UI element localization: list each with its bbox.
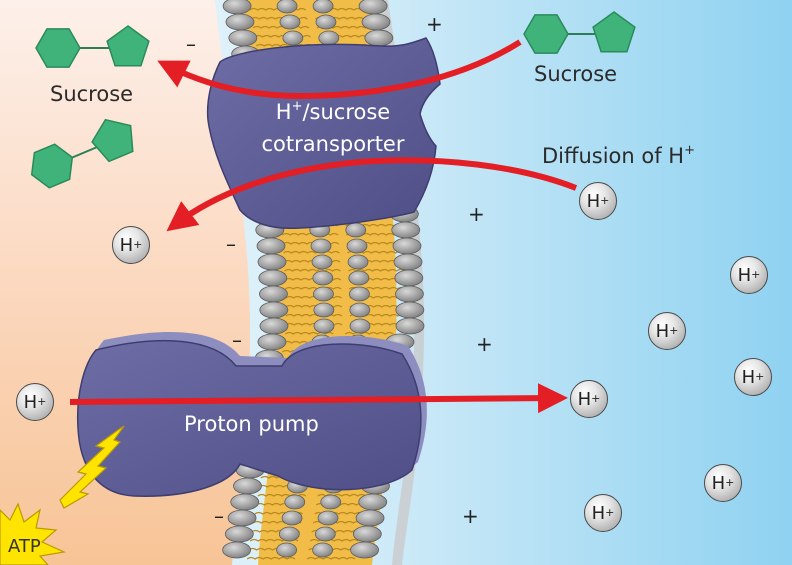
- positive-charge: +: [476, 332, 493, 356]
- sucrose-molecule: [30, 118, 134, 189]
- proton-pump-label: Proton pump: [184, 412, 319, 436]
- atp-label: ATP: [8, 536, 41, 557]
- hydrogen-ion: H+: [584, 494, 622, 532]
- positive-charge: +: [426, 12, 443, 36]
- sucrose-molecule: [35, 25, 150, 68]
- hydrogen-ion: H+: [704, 464, 742, 502]
- sucrose-label-outside: Sucrose: [534, 62, 618, 86]
- sucrose-molecules: [30, 11, 636, 189]
- negative-charge: –: [186, 32, 196, 56]
- hydrogen-ion: H+: [16, 383, 54, 421]
- negative-charge: –: [232, 328, 242, 352]
- sucrose-label-inside: Sucrose: [50, 82, 134, 106]
- hydrogen-ion: H+: [112, 226, 150, 264]
- proton-pump-arrow: [69, 383, 568, 414]
- energy-lightning-icon: [59, 425, 125, 509]
- cotransporter-label-line2: cotransporter: [261, 132, 405, 156]
- proton-diffusion-arrow: [166, 157, 578, 232]
- hydrogen-ion: H+: [570, 380, 608, 418]
- sucrose-transport-arrow: [157, 39, 522, 100]
- diffusion-label: Diffusion of H+: [542, 143, 696, 168]
- negative-charge: –: [226, 232, 236, 256]
- positive-charge: +: [468, 202, 485, 226]
- hydrogen-ion: H+: [734, 358, 772, 396]
- cotransporter-label-line1: H+/sucrose: [275, 99, 391, 124]
- hydrogen-ion: H+: [579, 182, 617, 220]
- hydrogen-ion: H+: [730, 256, 768, 294]
- atp-burst: [0, 502, 67, 565]
- negative-charge: –: [214, 504, 224, 528]
- proton-pump-protein: [76, 339, 422, 497]
- sucrose-molecule: [523, 11, 636, 54]
- positive-charge: +: [462, 504, 479, 528]
- hydrogen-ion: H+: [648, 312, 686, 350]
